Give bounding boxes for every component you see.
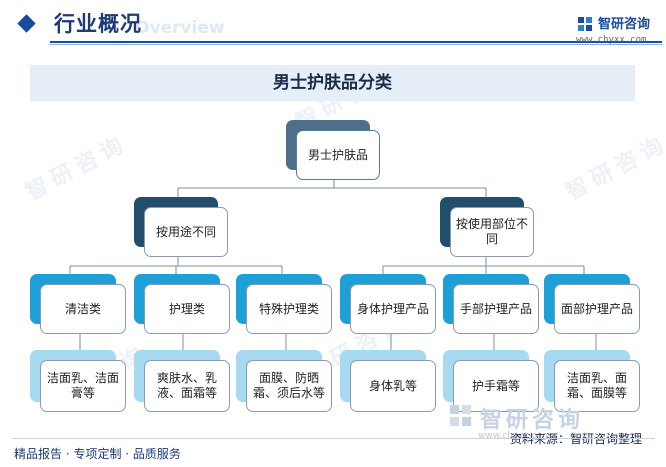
node-leaf: 洁面乳、洁面膏等 <box>30 350 126 412</box>
node-category: 面部护理产品 <box>544 274 640 334</box>
header-divider <box>50 41 662 43</box>
node-category: 护理类 <box>134 274 230 334</box>
node-category-label: 面部护理产品 <box>554 284 640 334</box>
node-category: 特殊护理类 <box>236 274 332 334</box>
node-category-label: 手部护理产品 <box>453 284 539 334</box>
footer-watermark-site: www.chyxx.com <box>478 431 551 441</box>
brand-name: 智研咨询 <box>598 17 651 32</box>
footer-watermark-name: 智研咨询 <box>480 408 585 433</box>
node-leaf-label: 护手霜等 <box>453 360 539 412</box>
node-leaf-label: 面膜、防晒霜、须后水等 <box>246 360 332 412</box>
watermark-logo-icon <box>450 405 471 426</box>
node-leaf: 护手霜等 <box>443 350 539 412</box>
node-by-use: 按用途不同 <box>134 197 228 257</box>
node-leaf-label: 洁面乳、洁面膏等 <box>40 360 126 412</box>
node-category-label: 清洁类 <box>40 284 126 334</box>
node-leaf: 洁面乳、面霜、面膜等 <box>544 350 640 412</box>
node-by-part-label: 按使用部位不同 <box>450 207 534 257</box>
source-note: 资料来源：智研咨询整理 <box>510 432 643 446</box>
node-leaf-label: 爽肤水、乳液、面霜等 <box>144 360 230 412</box>
page-title: 行业概况 <box>54 12 142 36</box>
node-leaf: 爽肤水、乳液、面霜等 <box>134 350 230 412</box>
footer-divider <box>12 438 655 439</box>
brand-site: www.chyxx.com <box>576 35 647 45</box>
header-title-en: Overview <box>135 18 225 38</box>
diagram-title: 男士护肤品分类 <box>273 73 392 93</box>
node-category-label: 特殊护理类 <box>246 284 332 334</box>
brand-logo-icon <box>578 17 592 31</box>
node-by-use-label: 按用途不同 <box>144 207 228 257</box>
node-leaf: 面膜、防晒霜、须后水等 <box>236 350 332 412</box>
node-category: 手部护理产品 <box>443 274 539 334</box>
node-category: 清洁类 <box>30 274 126 334</box>
node-leaf-label: 洁面乳、面霜、面膜等 <box>554 360 640 412</box>
node-category-label: 护理类 <box>144 284 230 334</box>
node-category-label: 身体护理产品 <box>350 284 436 334</box>
footer-slogan: 精品报告 · 专项定制 · 品质服务 <box>14 447 181 461</box>
node-leaf-label: 身体乳等 <box>350 360 436 412</box>
header-divider-thin <box>50 44 662 45</box>
node-category: 身体护理产品 <box>340 274 436 334</box>
title-banner <box>30 65 635 101</box>
node-root-label: 男士护肤品 <box>296 130 380 180</box>
node-by-part: 按使用部位不同 <box>440 197 534 257</box>
node-root: 男士护肤品 <box>286 120 380 180</box>
node-leaf: 身体乳等 <box>340 350 436 412</box>
